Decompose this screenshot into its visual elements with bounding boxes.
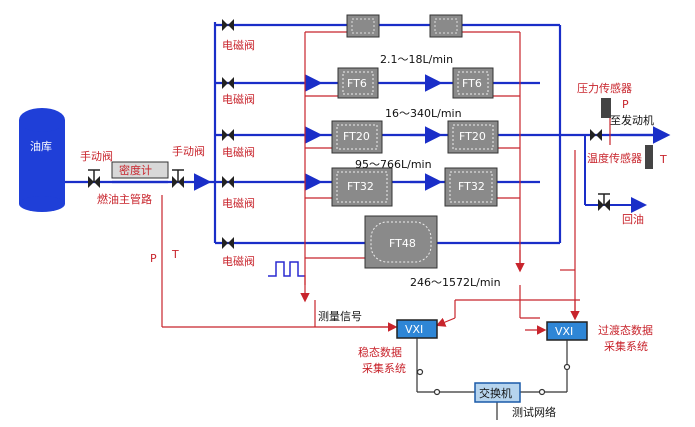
steady-system-label-2: 采集系统 bbox=[362, 361, 406, 375]
density-meter: 密度计 bbox=[111, 161, 169, 179]
manual-valve-left-label: 手动阀 bbox=[80, 149, 113, 163]
t-left-label: T bbox=[171, 248, 179, 261]
return-line bbox=[584, 135, 640, 206]
network-cables bbox=[416, 338, 571, 420]
ft6-left-label: FT6 bbox=[347, 77, 367, 90]
solenoid-valve-3 bbox=[222, 129, 234, 141]
ft6-right-label: FT6 bbox=[462, 77, 482, 90]
solenoid-valve-2 bbox=[222, 77, 234, 89]
vxi-transient: VXI bbox=[546, 321, 588, 341]
transient-system-label-2: 采集系统 bbox=[604, 339, 648, 353]
solenoid-valve-1-label: 电磁阀 bbox=[222, 38, 255, 52]
solenoid-valve-1 bbox=[222, 19, 234, 31]
ft48-label: FT48 bbox=[389, 237, 416, 250]
outlet-valve bbox=[590, 129, 602, 141]
return-oil-label: 回油 bbox=[622, 212, 644, 226]
p-left-label: P bbox=[150, 252, 157, 265]
t-right-label: T bbox=[659, 153, 667, 166]
test-network-label: 测试网络 bbox=[512, 405, 556, 419]
fuel-tank: 油库 bbox=[19, 108, 65, 212]
range-1-label: 2.1～18L/min bbox=[380, 53, 453, 66]
manual-valve-right-label: 手动阀 bbox=[172, 144, 205, 158]
flowmeter-ft20-right: FT20 bbox=[447, 120, 499, 154]
temperature-sensor bbox=[645, 145, 653, 169]
vxi-steady: VXI bbox=[396, 319, 438, 339]
tank-label: 油库 bbox=[30, 139, 52, 153]
range-4-label: 246～1572L/min bbox=[410, 276, 501, 289]
vxi-transient-label: VXI bbox=[555, 325, 573, 338]
solenoid-valve-4-label: 电磁阀 bbox=[222, 196, 255, 210]
solenoid-valve-5 bbox=[222, 237, 234, 249]
transient-system-label-1: 过渡态数据 bbox=[598, 323, 653, 337]
flowmeter-ft32-left: FT32 bbox=[331, 167, 393, 207]
pulse-signal-icon bbox=[268, 261, 305, 277]
p-right-label: P bbox=[622, 98, 629, 111]
measure-signal-label: 测量信号 bbox=[318, 310, 362, 323]
solenoid-valve-5-label: 电磁阀 bbox=[222, 254, 255, 268]
ft32-right-label: FT32 bbox=[458, 180, 485, 193]
steady-system-label-1: 稳态数据 bbox=[358, 345, 402, 359]
flowmeter-ft6-left: FT6 bbox=[337, 67, 379, 99]
flowmeter-ft32-right: FT32 bbox=[444, 167, 498, 207]
switch-label: 交换机 bbox=[479, 386, 512, 400]
ft20-right-label: FT20 bbox=[459, 130, 486, 143]
signal-lines bbox=[161, 31, 611, 328]
pressure-sensor bbox=[601, 98, 611, 118]
manual-valve-right bbox=[172, 169, 184, 188]
pressure-sensor-label: 压力传感器 bbox=[577, 82, 632, 95]
flowmeter-ft48: FT48 bbox=[364, 215, 438, 269]
temperature-sensor-label: 温度传感器 bbox=[587, 151, 642, 165]
solenoid-valve-3-label: 电磁阀 bbox=[222, 145, 255, 159]
ft32-left-label: FT32 bbox=[347, 180, 374, 193]
manual-valve-left bbox=[88, 169, 100, 188]
main-pipe bbox=[65, 22, 217, 243]
flowmeter-ft20-left: FT20 bbox=[331, 120, 383, 154]
ft20-left-label: FT20 bbox=[343, 130, 370, 143]
range-2-label: 16～340L/min bbox=[385, 107, 462, 120]
flowmeter-top-left bbox=[346, 14, 380, 38]
main-pipe-label: 燃油主管路 bbox=[97, 192, 152, 206]
vxi-steady-label: VXI bbox=[405, 323, 423, 336]
flowmeter-top-right bbox=[429, 14, 463, 38]
return-valve bbox=[598, 193, 610, 211]
density-meter-label: 密度计 bbox=[119, 163, 152, 177]
network-switch: 交换机 bbox=[474, 382, 521, 403]
flowmeter-ft6-right: FT6 bbox=[452, 67, 494, 99]
solenoid-valve-4 bbox=[222, 176, 234, 188]
solenoid-valve-2-label: 电磁阀 bbox=[222, 92, 255, 106]
to-engine-label: 至发动机 bbox=[610, 113, 654, 127]
